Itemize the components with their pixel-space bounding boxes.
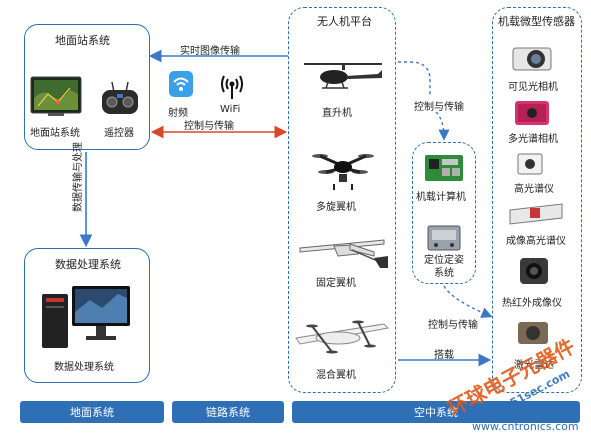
control-lower-label: 控制与传输 (428, 320, 478, 331)
helicopter-label: 直升机 (322, 108, 352, 119)
control-lower-arrow (443, 285, 493, 318)
helicopter-icon (296, 58, 388, 96)
hybrid-wing-icon (292, 312, 392, 360)
wifi-icon (220, 70, 244, 100)
fixed-wing-label: 固定翼机 (316, 278, 356, 289)
multispectral-camera-icon (514, 100, 550, 126)
multirotor-label: 多旋翼机 (316, 202, 356, 213)
multispectral-camera-label: 多光谱相机 (508, 134, 558, 145)
watermark-url: www.cntronics.com (472, 420, 579, 433)
onboard-computer-icon (424, 154, 464, 182)
carry-label: 搭载 (434, 350, 454, 361)
hybrid-wing-label: 混合翼机 (316, 370, 356, 381)
rf-icon (168, 70, 194, 98)
ground-station-item-label: 地面站系统 (30, 128, 80, 139)
lidar-label: 激光雷达 (514, 360, 554, 371)
onboard-computer-label: 机载计算机 (416, 192, 466, 203)
visible-camera-icon (512, 44, 552, 72)
multirotor-icon (312, 148, 374, 192)
sensors-title: 机载微型传感器 (498, 15, 575, 28)
rf-label: 射频 (168, 108, 188, 119)
thermal-infrared-icon (518, 256, 550, 286)
visible-camera-label: 可见光相机 (508, 82, 558, 93)
footer-air-system: 空中系统 (292, 401, 580, 423)
remote-controller-icon (100, 80, 140, 116)
positioning-system-label: 定位定姿 系统 (416, 254, 472, 280)
imaging-hyperspectral-label: 成像高光谱仪 (506, 236, 566, 247)
positioning-system-text: 定位定姿 系统 (424, 255, 464, 279)
uav-platform-title: 无人机平台 (317, 15, 372, 28)
wifi-label: WiFi (220, 104, 241, 115)
data-processing-item-label: 数据处理系统 (54, 362, 114, 373)
realtime-image-label: 实时图像传输 (180, 46, 240, 57)
control-upper-label: 控制与传输 (414, 102, 464, 113)
hyperspectral-icon (516, 150, 546, 176)
footer-ground-label: 地面系统 (70, 406, 114, 419)
workstation-icon (40, 282, 136, 350)
positioning-system-icon (426, 224, 462, 252)
footer-air-label: 空中系统 (414, 406, 458, 419)
thermal-infrared-label: 热红外成像仪 (502, 298, 562, 309)
fixed-wing-icon (294, 226, 390, 272)
ground-station-title: 地面站系统 (55, 34, 110, 47)
data-transfer-label: 数据传输与处理 (73, 142, 84, 212)
link-control-label: 控制与传输 (184, 121, 234, 132)
imaging-hyperspectral-icon (506, 200, 566, 228)
ground-station-map-icon (30, 76, 82, 118)
remote-controller-label: 遥控器 (104, 128, 134, 139)
footer-link-system: 链路系统 (172, 401, 284, 423)
footer-link-label: 链路系统 (206, 406, 250, 419)
data-processing-title: 数据处理系统 (55, 258, 121, 271)
hyperspectral-label: 高光谱仪 (514, 184, 554, 195)
sensors-panel (492, 7, 582, 393)
footer-ground-system: 地面系统 (20, 401, 164, 423)
lidar-icon (516, 318, 550, 346)
